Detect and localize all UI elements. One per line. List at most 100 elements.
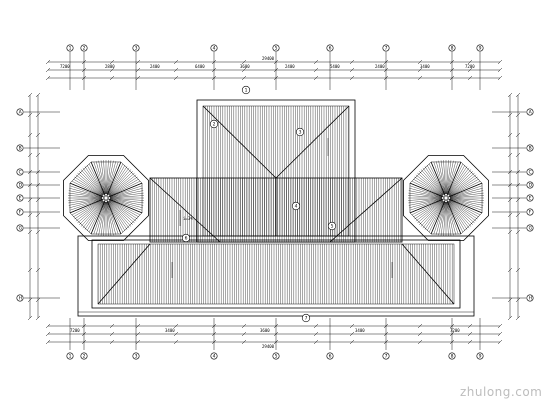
- axis-bubble: [16, 168, 24, 176]
- axis-label: A: [529, 110, 533, 116]
- axis-bubble: [132, 44, 140, 52]
- slope-arrows: i=3%: [171, 138, 393, 278]
- annotation-label: 5: [331, 224, 334, 230]
- dim-label: 2400: [285, 64, 295, 69]
- dim-label: 3400: [355, 328, 365, 333]
- axis-bubble: [132, 352, 140, 360]
- axis-bubble: [210, 44, 218, 52]
- axis-label: 4: [213, 354, 216, 360]
- middle-roof-strip: [149, 177, 403, 243]
- watermark-text: zhulong.com: [460, 385, 543, 399]
- upper-roof-block: [196, 99, 356, 243]
- axis-bubble: [210, 352, 218, 360]
- axis-bubble: [526, 144, 534, 152]
- axis-bubble: [80, 352, 88, 360]
- dim-total-bottom: 29400: [262, 344, 275, 349]
- axis-bubble: [382, 352, 390, 360]
- axis-bubble: [526, 208, 534, 216]
- axis-label: 8: [451, 354, 454, 360]
- axis-bubble: [272, 44, 280, 52]
- slope-note: i=3%: [183, 216, 193, 221]
- left-octagonal-turret: [63, 155, 149, 241]
- turret-apex: [443, 195, 449, 201]
- axis-label: 7: [385, 354, 388, 360]
- axis-label: A: [19, 110, 23, 116]
- annotation-label: 6: [185, 236, 188, 242]
- axis-bubble: [16, 108, 24, 116]
- annotation-label: 1: [245, 88, 248, 94]
- axis-bubble: [448, 352, 456, 360]
- axis-bubble: [16, 208, 24, 216]
- annotation-label: 4: [295, 204, 298, 210]
- annotation-circle: [327, 221, 337, 231]
- axis-bubble: [16, 181, 24, 189]
- axis-label: 8: [451, 46, 454, 52]
- annotation-circle: [295, 127, 305, 137]
- axis-label: 6: [329, 46, 332, 52]
- axis-label: 5: [275, 46, 278, 52]
- axis-label: G: [19, 226, 23, 232]
- outer-wall-frame: [77, 235, 475, 317]
- axis-bubble: [382, 44, 390, 52]
- axis-bubble: [476, 44, 484, 52]
- axis-label: C: [19, 170, 22, 176]
- axis-label: 2: [83, 354, 86, 360]
- axis-label: B: [19, 146, 22, 152]
- dim-label: 3400: [165, 328, 175, 333]
- axis-label: H: [19, 296, 22, 302]
- axis-bubble: [16, 194, 24, 202]
- bottom-dimension-lines: 7200 3400 3600 3400 7200 29400: [45, 323, 503, 349]
- axis-label: 1: [69, 354, 72, 360]
- annotation-label: 7: [305, 316, 308, 322]
- dim-label: 3600: [260, 328, 270, 333]
- annotation-circle: [301, 313, 311, 323]
- axis-bubble: [16, 294, 24, 302]
- annotation-label: 2: [213, 122, 216, 128]
- axis-bubble: [448, 44, 456, 52]
- axis-bubble: [16, 144, 24, 152]
- dim-label: 3400: [420, 64, 430, 69]
- dim-label: 7200: [450, 328, 460, 333]
- axis-bubble: [526, 294, 534, 302]
- dim-label: 3600: [240, 64, 250, 69]
- axis-label: 9: [479, 46, 482, 52]
- axis-label: E: [19, 196, 22, 202]
- axis-label: 4: [213, 46, 216, 52]
- dim-label: 2800: [105, 64, 115, 69]
- axis-label: E: [529, 196, 532, 202]
- axis-label: 3: [135, 354, 138, 360]
- axis-label: H: [529, 296, 532, 302]
- annotation-circle: [241, 85, 251, 95]
- dim-label: 7200: [465, 64, 475, 69]
- axis-label: 7: [385, 46, 388, 52]
- right-octagonal-turret: [403, 155, 489, 241]
- axis-bubble: [326, 44, 334, 52]
- dim-label: 2400: [150, 64, 160, 69]
- dim-label: 5400: [330, 64, 340, 69]
- axis-bubble: [526, 181, 534, 189]
- axis-label: 6: [329, 354, 332, 360]
- axis-bubble: [272, 352, 280, 360]
- annotation-circle: [209, 119, 219, 129]
- axis-label: 5: [275, 354, 278, 360]
- axis-label: B: [529, 146, 532, 152]
- axis-label: G: [529, 226, 533, 232]
- annotation-circle: [291, 201, 301, 211]
- turret-apex: [103, 195, 109, 201]
- axis-bubble: [16, 224, 24, 232]
- dim-total-top: 29400: [262, 56, 275, 61]
- axis-label: D: [529, 183, 533, 189]
- axis-label: D: [19, 183, 23, 189]
- axis-bubble: [66, 352, 74, 360]
- axis-bubble: [526, 168, 534, 176]
- axis-bubble: [80, 44, 88, 52]
- axis-label: F: [19, 210, 22, 216]
- annotation-circle: [181, 233, 191, 243]
- axis-bubble: [526, 224, 534, 232]
- dim-label: 7200: [70, 328, 80, 333]
- axis-label: F: [529, 210, 532, 216]
